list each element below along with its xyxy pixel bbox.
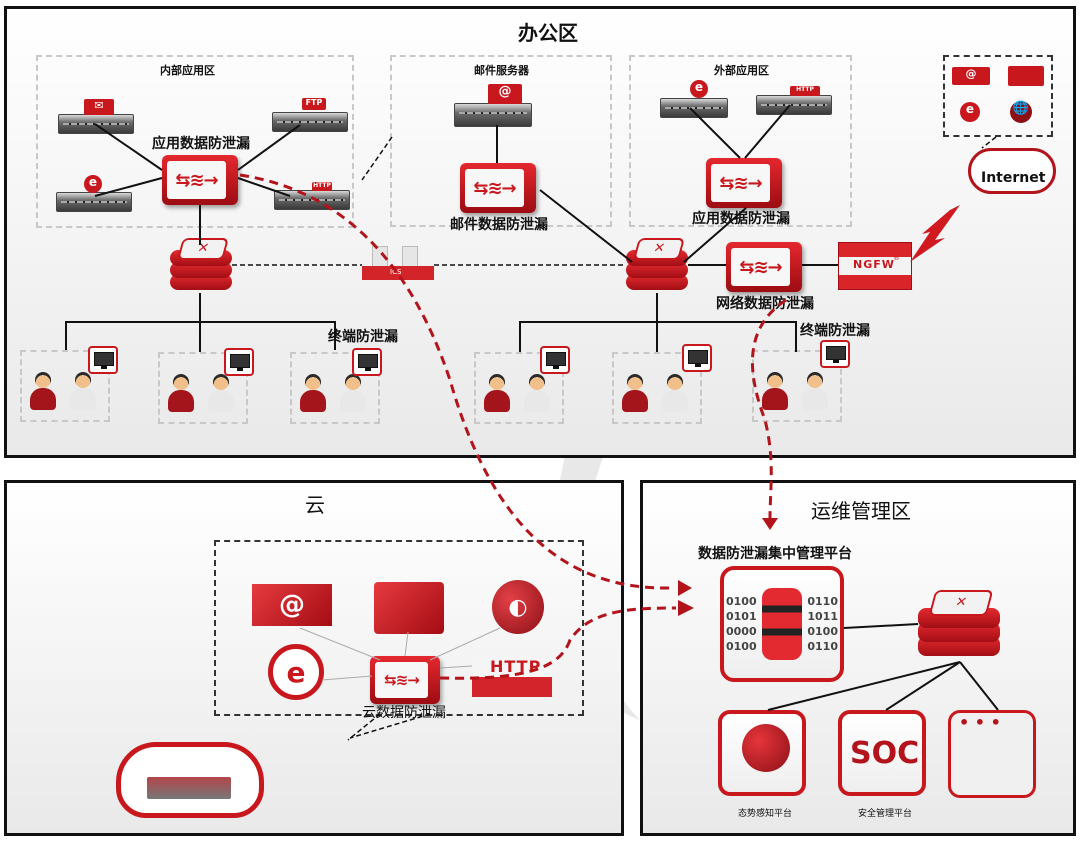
user-icon: [70, 372, 96, 410]
endpoint-dlp-icon[interactable]: [682, 344, 712, 372]
soc-label: 安全管理平台: [858, 809, 913, 819]
ics-device[interactable]: ICS: [362, 246, 434, 282]
user-icon: [208, 374, 234, 412]
dlp-icon: ⇆≋→: [711, 164, 770, 202]
folder-icon: [1008, 66, 1044, 86]
switch-icon: ✕: [928, 590, 994, 616]
user-icon: [662, 374, 688, 412]
user-icon: [484, 374, 510, 412]
ftp-icon: FTP: [302, 98, 326, 110]
endpoint-dlp-icon[interactable]: [820, 340, 850, 368]
ie-icon[interactable]: e: [268, 644, 324, 700]
ie-server[interactable]: [660, 98, 728, 118]
internet-services-box: [943, 55, 1053, 137]
http-label: HTTP: [490, 657, 542, 676]
cloud-dlp-label: 云数据防泄漏: [362, 705, 446, 721]
http-icon: HTTP: [312, 182, 332, 191]
mail-icon: @: [952, 67, 990, 85]
database-icon: [762, 588, 802, 660]
mail-dlp-label: 邮件数据防泄漏: [450, 217, 548, 233]
mail-icon: @: [488, 84, 522, 104]
external-app-dlp-label: 应用数据防泄漏: [692, 211, 790, 227]
user-icon: [30, 372, 56, 410]
external-app-dlp-device[interactable]: ⇆≋→: [706, 158, 782, 208]
internal-app-dlp-label: 应用数据防泄漏: [152, 136, 250, 152]
user-icon: [340, 374, 366, 412]
internal-app-dlp-device[interactable]: ⇆≋→: [162, 155, 238, 205]
mail-dlp-device[interactable]: ⇆≋→: [460, 163, 536, 213]
endpoint-dlp-icon[interactable]: [540, 346, 570, 374]
endpoint-dlp-icon[interactable]: [352, 348, 382, 376]
user-icon: [524, 374, 550, 412]
ics-label: ICS: [390, 268, 402, 276]
ngfw-device[interactable]: NGFW ®: [838, 242, 912, 290]
more-dots: • • •: [959, 713, 1001, 732]
external-app-area-title: 外部应用区: [714, 64, 769, 77]
mail-icon[interactable]: @: [252, 584, 332, 626]
storage-array-icon: [147, 777, 231, 799]
endpoint-dlp-icon[interactable]: [224, 348, 254, 376]
ops-switch[interactable]: ✕: [918, 590, 1000, 662]
ie-icon: e: [84, 175, 102, 193]
office-zone-title: 办公区: [518, 21, 578, 45]
ngfw-label: NGFW: [853, 258, 895, 271]
globe-icon: 🌐: [1010, 101, 1032, 123]
soc-platform[interactable]: SOC: [838, 710, 926, 796]
user-icon: [300, 374, 326, 412]
globe-icon[interactable]: ◐: [492, 580, 544, 634]
dlp-icon: ⇆≋→: [375, 662, 428, 698]
internet-label: Internet: [981, 170, 1046, 186]
situational-awareness-platform[interactable]: [718, 710, 806, 796]
dlp-icon: ⇆≋→: [731, 248, 790, 286]
ops-zone-title: 运维管理区: [811, 499, 911, 523]
endpoint-dlp-icon[interactable]: [88, 346, 118, 374]
mail-icon: ✉: [84, 99, 114, 115]
more-platforms[interactable]: • • •: [948, 710, 1036, 798]
internal-app-area: [36, 55, 354, 228]
endpoint-group: [20, 350, 110, 422]
internal-app-area-title: 内部应用区: [160, 64, 215, 77]
user-icon: [762, 372, 788, 410]
mail-server[interactable]: [58, 114, 134, 134]
ie-icon: e: [960, 102, 980, 122]
network-dlp-device[interactable]: ⇆≋→: [726, 242, 802, 292]
http-firewall[interactable]: HTTP: [472, 655, 552, 697]
user-icon: [168, 374, 194, 412]
switch-icon: ✕: [177, 238, 229, 260]
folder-icon[interactable]: [374, 582, 444, 634]
cloud-zone-title: 云: [305, 493, 325, 517]
switch-left[interactable]: ✕: [170, 238, 232, 294]
dlp-icon: ⇆≋→: [167, 161, 226, 199]
switch-right[interactable]: ✕: [626, 238, 688, 294]
endpoint-dlp-label-right: 终端防泄漏: [800, 323, 870, 339]
globe-telescope-icon: [742, 724, 790, 772]
ftp-server[interactable]: [272, 112, 348, 132]
cloud-dlp-device[interactable]: ⇆≋→: [370, 656, 440, 704]
endpoint-dlp-label-left: 终端防泄漏: [328, 329, 398, 345]
dlp-icon: ⇆≋→: [465, 169, 524, 207]
user-icon: [802, 372, 828, 410]
ie-icon: e: [690, 80, 708, 98]
http-server[interactable]: [756, 95, 832, 115]
internet-cloud[interactable]: [968, 148, 1056, 194]
mail-server-area-title: 邮件服务器: [474, 64, 529, 77]
central-platform-label: 数据防泄漏集中管理平台: [698, 546, 852, 562]
ie-server[interactable]: [56, 192, 132, 212]
soc-text: SOC: [850, 736, 920, 771]
mail-server-main[interactable]: [454, 103, 532, 127]
network-dlp-label: 网络数据防泄漏: [716, 296, 814, 312]
http-server[interactable]: [274, 190, 350, 210]
situational-awareness-label: 态势感知平台: [738, 809, 793, 819]
cloud-storage[interactable]: [116, 742, 264, 818]
http-icon: HTTP: [790, 86, 820, 96]
user-icon: [622, 374, 648, 412]
switch-icon: ✕: [633, 238, 685, 260]
